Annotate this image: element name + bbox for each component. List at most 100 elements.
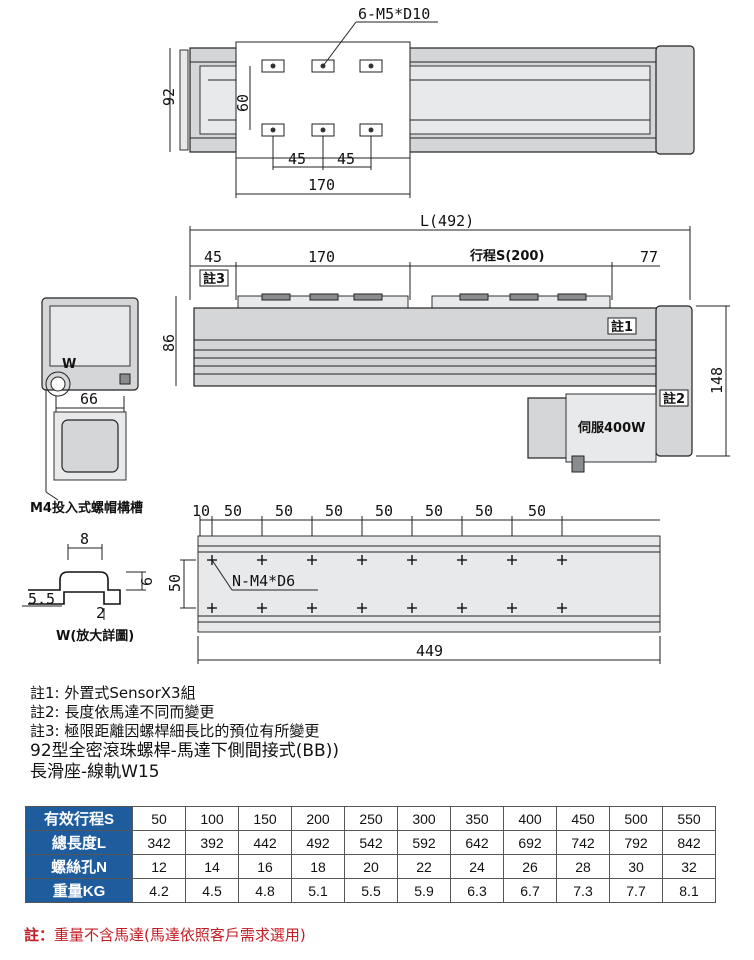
spec-cell: 28 (556, 854, 610, 879)
spec-cell: 32 (662, 854, 716, 879)
top-view: 6-M5*D10 92 60 45 45 170 (160, 5, 695, 198)
dim-45-left: 45 (204, 248, 222, 266)
dim-170-top: 170 (308, 176, 335, 194)
dim-50-3: 50 (325, 502, 343, 520)
note-3: 註3: 極限距離因螺桿細長比的預位有所變更 (30, 722, 320, 740)
spec-cell: 692 (503, 830, 557, 855)
end-view: W 66 M4投入式螺帽構槽 (30, 297, 143, 516)
dim-50-1: 50 (224, 502, 242, 520)
dim-50-2: 50 (275, 502, 293, 520)
spec-cell: 492 (291, 830, 345, 855)
spec-cell: 12 (132, 854, 186, 879)
technical-drawing: 6-M5*D10 92 60 45 45 170 L(492) 45 170 行… (22, 5, 730, 664)
dim-66: 66 (80, 390, 98, 408)
dim-449: 449 (416, 642, 443, 660)
rail-view: 10 50 50 50 50 50 50 50 (166, 502, 661, 664)
spec-cell: 26 (503, 854, 557, 879)
spec-cell: 342 (132, 830, 186, 855)
spec-cell: 4.8 (238, 878, 292, 903)
w-mark: W (62, 357, 76, 372)
spec-row-label: 總長度L (25, 830, 133, 855)
spec-cell: 100 (185, 806, 239, 831)
footnote: 註：重量不含馬達(馬達依照客戶需求選用) (24, 924, 306, 945)
spec-cell: 250 (344, 806, 398, 831)
w-detail: 8 6 5.5 2 W(放大詳圖) (22, 530, 156, 644)
spec-cell: 400 (503, 806, 557, 831)
spec-cell: 4.5 (185, 878, 239, 903)
spec-row-label: 重量KG (25, 878, 133, 903)
spec-cell: 30 (609, 854, 663, 879)
spec-cell: 6.7 (503, 878, 557, 903)
dim-50-5: 50 (425, 502, 443, 520)
spec-cell: 150 (238, 806, 292, 831)
tag-note1: 註1 (611, 319, 633, 335)
groove-label: M4投入式螺帽構槽 (30, 500, 143, 516)
dim-10: 10 (192, 502, 210, 520)
dim-w55: 5.5 (28, 590, 55, 608)
spec-cell: 350 (450, 806, 504, 831)
spec-cell: 18 (291, 854, 345, 879)
spec-cell: 6.3 (450, 878, 504, 903)
dim-w8: 8 (80, 530, 89, 548)
dim-bolt-spec: 6-M5*D10 (358, 5, 430, 23)
dim-86: 86 (160, 334, 178, 352)
spec-cell: 5.1 (291, 878, 345, 903)
dim-length-L: L(492) (420, 212, 474, 230)
spec-cell: 742 (556, 830, 610, 855)
spec-cell: 5.5 (344, 878, 398, 903)
spec-cell: 642 (450, 830, 504, 855)
dim-w6: 6 (138, 577, 156, 586)
spec-cell: 550 (662, 806, 716, 831)
spec-cell: 842 (662, 830, 716, 855)
spec-cell: 16 (238, 854, 292, 879)
product-title-2: 長滑座-線軌W15 (30, 762, 160, 782)
dim-w2: 2 (96, 604, 105, 622)
spec-cell: 300 (397, 806, 451, 831)
spec-cell: 8.1 (662, 878, 716, 903)
note-1: 註1: 外置式SensorX3組 (30, 684, 196, 702)
dim-170-mid: 170 (308, 248, 335, 266)
spec-cell: 5.9 (397, 878, 451, 903)
spec-row-label: 螺絲孔N (25, 854, 133, 879)
spec-cell: 7.7 (609, 878, 663, 903)
notes-block: 註1: 外置式SensorX3組 註2: 長度依馬達不同而變更 註3: 極限距離… (30, 684, 730, 783)
w-detail-label: W(放大詳圖) (56, 628, 134, 644)
motor-label: 伺服400W (577, 420, 645, 436)
tag-note3: 註3 (203, 271, 225, 287)
spec-row-label: 有效行程S (25, 806, 133, 831)
dim-45-a: 45 (288, 150, 306, 168)
spec-cell: 7.3 (556, 878, 610, 903)
note-2: 註2: 長度依馬達不同而變更 (30, 703, 215, 721)
dim-50-v: 50 (166, 574, 184, 592)
spec-cell: 22 (397, 854, 451, 879)
spec-cell: 500 (609, 806, 663, 831)
spec-cell: 20 (344, 854, 398, 879)
dim-92: 92 (160, 88, 178, 106)
dim-50-6: 50 (475, 502, 493, 520)
dim-stroke: 行程S(200) (469, 248, 544, 264)
dim-45-b: 45 (337, 150, 355, 168)
dim-50-4: 50 (375, 502, 393, 520)
product-title-1: 92型全密滾珠螺桿-馬達下側間接式(BB)) (30, 741, 339, 761)
dim-50-7: 50 (528, 502, 546, 520)
spec-cell: 200 (291, 806, 345, 831)
spec-cell: 442 (238, 830, 292, 855)
dim-148: 148 (708, 367, 726, 394)
dim-77: 77 (640, 248, 658, 266)
spec-cell: 4.2 (132, 878, 186, 903)
footnote-text: 重量不含馬達(馬達依照客戶需求選用) (54, 926, 306, 944)
tag-note2: 註2 (663, 391, 685, 407)
spec-cell: 392 (185, 830, 239, 855)
spec-cell: 592 (397, 830, 451, 855)
spec-cell: 792 (609, 830, 663, 855)
spec-cell: 14 (185, 854, 239, 879)
side-view: L(492) 45 170 行程S(200) 77 註3 註1 註2 (160, 212, 730, 473)
spec-cell: 450 (556, 806, 610, 831)
spec-cell: 50 (132, 806, 186, 831)
dim-hole-spec: N-M4*D6 (232, 572, 295, 590)
